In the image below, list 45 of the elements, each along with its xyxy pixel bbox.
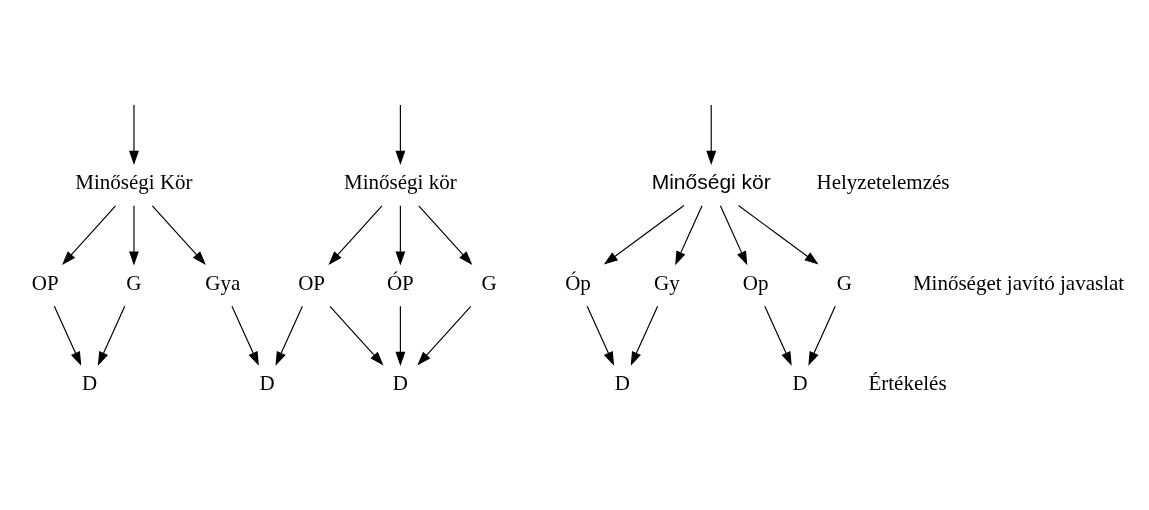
arrow xyxy=(62,205,117,265)
node-text: Minőséget javító javaslat xyxy=(912,270,1125,295)
arrow xyxy=(418,205,473,265)
node-text: G xyxy=(126,270,142,295)
arrow xyxy=(706,104,717,165)
node-text: Minőségi kör xyxy=(651,170,771,194)
arrow xyxy=(417,305,472,366)
arrow xyxy=(53,305,82,366)
arrow xyxy=(151,205,206,265)
node-text: Op xyxy=(742,270,769,295)
node-text: D xyxy=(81,371,98,396)
node-text: ÓP xyxy=(386,270,414,295)
arrow xyxy=(808,305,836,366)
node-text: OP xyxy=(298,270,326,295)
node-text: D xyxy=(614,371,630,396)
arrow xyxy=(395,104,406,165)
arrow xyxy=(328,205,383,265)
node-text: Gya xyxy=(205,270,241,295)
node-text: D xyxy=(792,371,808,396)
arrow xyxy=(129,205,139,266)
node-text: Óp xyxy=(565,270,591,295)
arrow xyxy=(395,305,406,366)
arrow xyxy=(231,305,259,366)
arrow xyxy=(395,205,406,266)
arrow xyxy=(97,305,126,366)
arrow xyxy=(719,205,748,266)
arrow xyxy=(329,305,384,366)
arrow xyxy=(630,305,659,366)
node-text: D xyxy=(259,371,275,396)
arrow xyxy=(129,104,139,165)
node-text: Minőségi kör xyxy=(344,170,457,195)
arrow xyxy=(675,205,703,266)
node-text: D xyxy=(392,371,408,396)
node-text: Gy xyxy=(653,270,680,295)
arrow xyxy=(586,305,615,366)
node-text: OP xyxy=(31,270,59,295)
node-text: Minőségi Kör xyxy=(75,170,193,195)
node-text: G xyxy=(836,270,853,295)
node-text: G xyxy=(481,270,497,295)
node-text: Értékelés xyxy=(868,371,947,396)
arrow xyxy=(603,205,685,265)
node-text: Helyzetelemzés xyxy=(816,170,950,195)
arrow xyxy=(275,305,303,366)
arrow xyxy=(737,205,819,265)
arrow xyxy=(764,305,792,366)
